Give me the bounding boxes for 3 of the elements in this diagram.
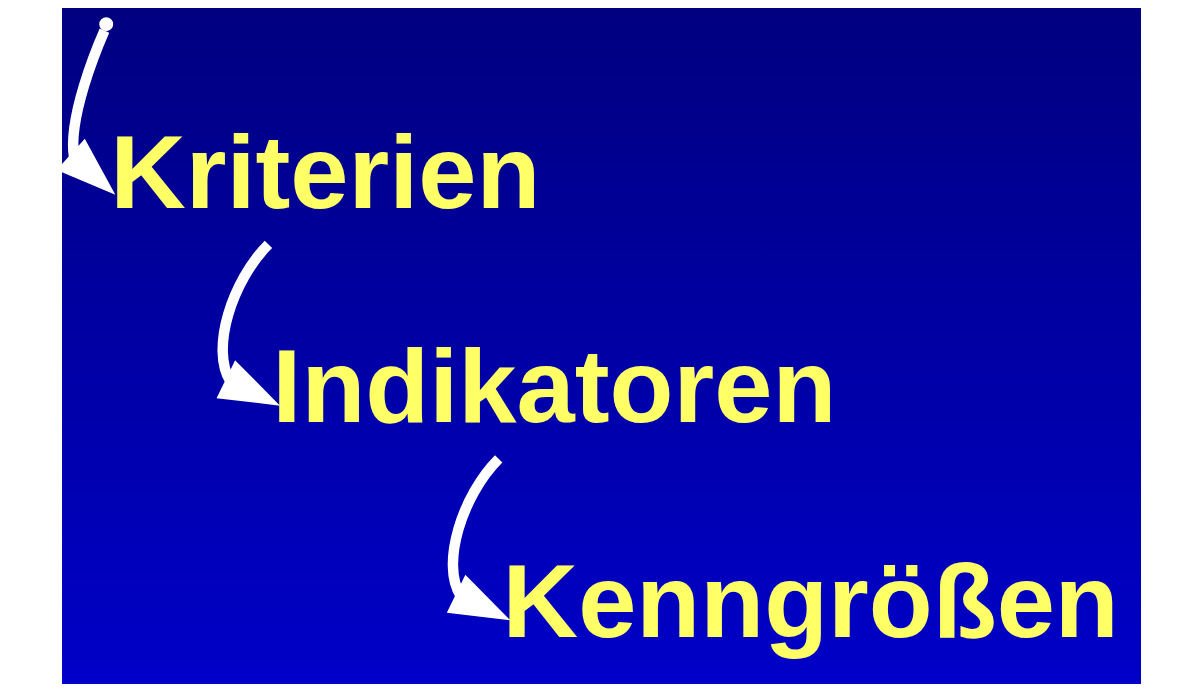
node-text: Kenngrößen (502, 541, 1119, 659)
node-text: Kriterien (109, 112, 540, 230)
node-text: Indikatoren (271, 327, 836, 445)
